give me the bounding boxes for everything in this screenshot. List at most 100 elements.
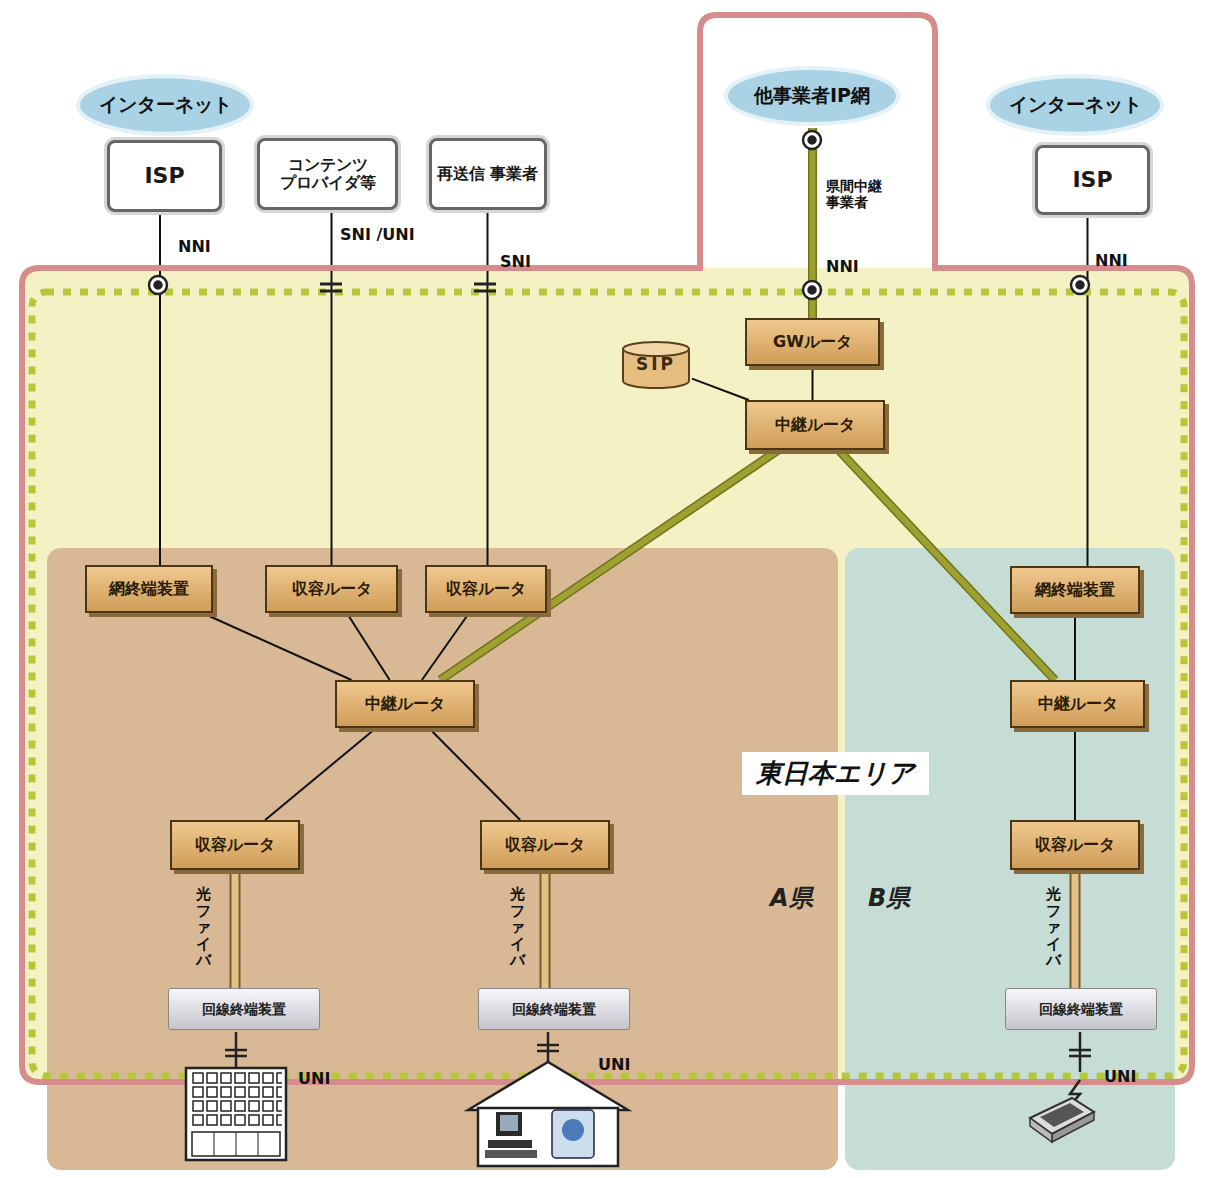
network-link [440,450,778,680]
interface-label: SNI [500,253,531,271]
ngn-dotted-boundary [32,292,1184,1076]
network-link [812,366,813,400]
link-stroke [1074,614,1076,680]
link-stroke [202,613,351,680]
node-label: 収容ルータ [195,836,275,854]
network-link [347,613,390,680]
network-cloud: インターネット [74,72,256,138]
sip-server: SIP [620,340,692,390]
router-box: 中継ルータ [1010,680,1145,728]
link-stroke [692,379,749,400]
node-label: インターネット [99,94,232,116]
cable-label: 光ファイバ [510,886,525,969]
network-link [1075,614,1076,680]
network-link [202,613,351,680]
router-box: 網終端装置 [85,565,213,613]
terminal-device: 回線終端装置 [168,988,320,1030]
network-link [160,212,161,565]
provider-box: ISP [107,140,222,212]
router-box: 網終端装置 [1010,566,1140,614]
node-label: 収容ルータ [505,836,585,854]
node-label: 回線終端装置 [512,1001,596,1017]
node-label: 収容ルータ [1035,836,1115,854]
provider-box: 再送信 事業者 [429,138,547,210]
link-stroke [230,870,241,988]
router-box: 中継ルータ [335,680,475,728]
laptop-icon [1030,1098,1094,1142]
region-title: B県 [868,882,910,914]
node-label: コンテンツ プロバイダ等 [260,156,395,193]
node-label: 他事業者IP網 [754,85,870,107]
network-link [487,210,488,565]
cable-label: 光ファイバ [196,886,211,969]
link-stroke [810,128,816,318]
router-box: GWルータ [745,318,880,366]
router-box: 収容ルータ [265,565,398,613]
building-icon [186,1068,286,1160]
node-label: 中継ルータ [775,416,855,434]
router-box: 中継ルータ [745,400,885,450]
link-stroke [440,450,778,680]
nni-rings [149,131,1089,299]
router-box: 収容ルータ [170,820,300,870]
ngn-outline [22,15,1192,1082]
router-box: 収容ルータ [1010,820,1140,870]
node-label: 網終端装置 [1035,581,1115,599]
interface-label: 県間中継 事業者 [826,178,885,210]
interface-label: SNI /UNI [340,226,420,244]
link-stroke [1074,728,1076,820]
network-link [1075,870,1076,988]
link-stroke [542,870,549,988]
router-box: 収容ルータ [425,565,547,613]
network-link [331,210,332,565]
node-label: ISP [1072,167,1112,192]
link-stroke [159,212,161,565]
interface-label: NNI [826,258,859,276]
interface-marks [320,284,496,291]
link-stroke [347,613,390,680]
network-link [265,728,376,820]
link-stroke [540,870,551,988]
area-title: 東日本エリア [742,752,929,795]
provider-box: コンテンツ プロバイダ等 [257,138,398,210]
node-label: 網終端装置 [109,580,189,598]
link-stroke [487,210,489,565]
network-cloud: 他事業者IP網 [722,64,902,128]
link-stroke [422,613,469,680]
interface-label: UNI [598,1056,630,1074]
node-label: SIP [636,355,676,375]
interface-label: NNI [178,238,211,256]
interface-label: UNI [1104,1068,1136,1086]
interface-label: UNI [298,1070,330,1088]
node-label: 収容ルータ [446,580,526,598]
link-stroke [265,728,376,820]
house-icon [468,1062,628,1166]
region-title: A県 [770,882,813,914]
network-link [545,870,546,988]
provider-box: ISP [1035,145,1150,215]
network-link [839,450,1055,680]
network-link [429,728,520,820]
node-label: 回線終端装置 [202,1001,286,1017]
node-label: 収容ルータ [292,580,372,598]
link-stroke [839,450,1055,680]
link-stroke [1070,870,1081,988]
interface-label: NNI [1095,252,1128,270]
network-cloud: インターネット [984,72,1166,138]
link-stroke [808,128,817,318]
link-stroke [232,870,239,988]
uni-drops [225,1032,1091,1108]
node-label: GWルータ [773,333,852,351]
cable-label: 光ファイバ [1046,886,1061,969]
terminal-device: 回線終端装置 [1005,988,1157,1030]
node-label: インターネット [1009,94,1142,116]
node-label: ISP [144,163,184,188]
link-stroke [839,450,1055,680]
link-stroke [812,366,814,400]
link-stroke [1072,870,1079,988]
network-link [235,870,236,988]
router-box: 収容ルータ [480,820,610,870]
network-link [1075,728,1076,820]
link-stroke [440,450,778,680]
